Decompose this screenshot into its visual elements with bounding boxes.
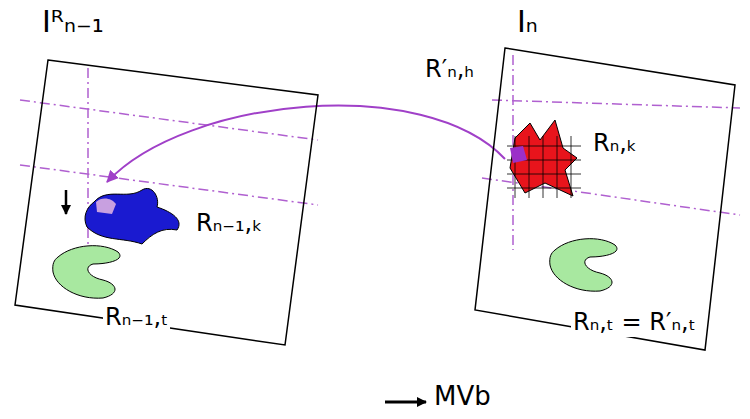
region-label: Rₙ₋₁,ₜ (103, 304, 170, 332)
guide-line (492, 100, 740, 108)
motion-vector-label: MVb (432, 382, 493, 412)
frame-plane: Iᴿₙ₋₁ Rₙ₋₁,ₖRₙ₋₁,ₜ (8, 5, 328, 357)
shape-outline (82, 182, 187, 247)
region-label: Rₙ₋₁,ₖ (194, 210, 264, 238)
region-label: Rₙ,ₜ = R′ₙ,ₜ (571, 309, 698, 337)
shape-outline (505, 118, 585, 200)
motion-vector-arrow (385, 401, 426, 404)
guide-line (20, 100, 318, 140)
frame-label: Iₙ (515, 5, 540, 40)
frame-plane: IₙRₙ,ₖRₙ,ₜ = R′ₙ,ₜ (468, 5, 740, 355)
arrow-label: R′ₙ,ₕ (423, 56, 476, 84)
shape-outline (468, 5, 740, 355)
shape-outline (545, 235, 625, 293)
shape-outline (48, 242, 128, 300)
region-blob: Rₙ,ₖ (505, 118, 642, 200)
region-blob: Rₙ,ₜ = R′ₙ,ₜ (545, 235, 700, 339)
region-blob: Rₙ₋₁,ₜ (48, 242, 173, 334)
region-label: Rₙ,ₖ (591, 130, 639, 158)
guide-line (20, 165, 318, 205)
frame-label: Iᴿₙ₋₁ (40, 5, 106, 40)
mapping-arrow (107, 106, 505, 182)
displacement-arrow (65, 190, 68, 214)
region-blob: Rₙ₋₁,ₖ (82, 182, 267, 247)
